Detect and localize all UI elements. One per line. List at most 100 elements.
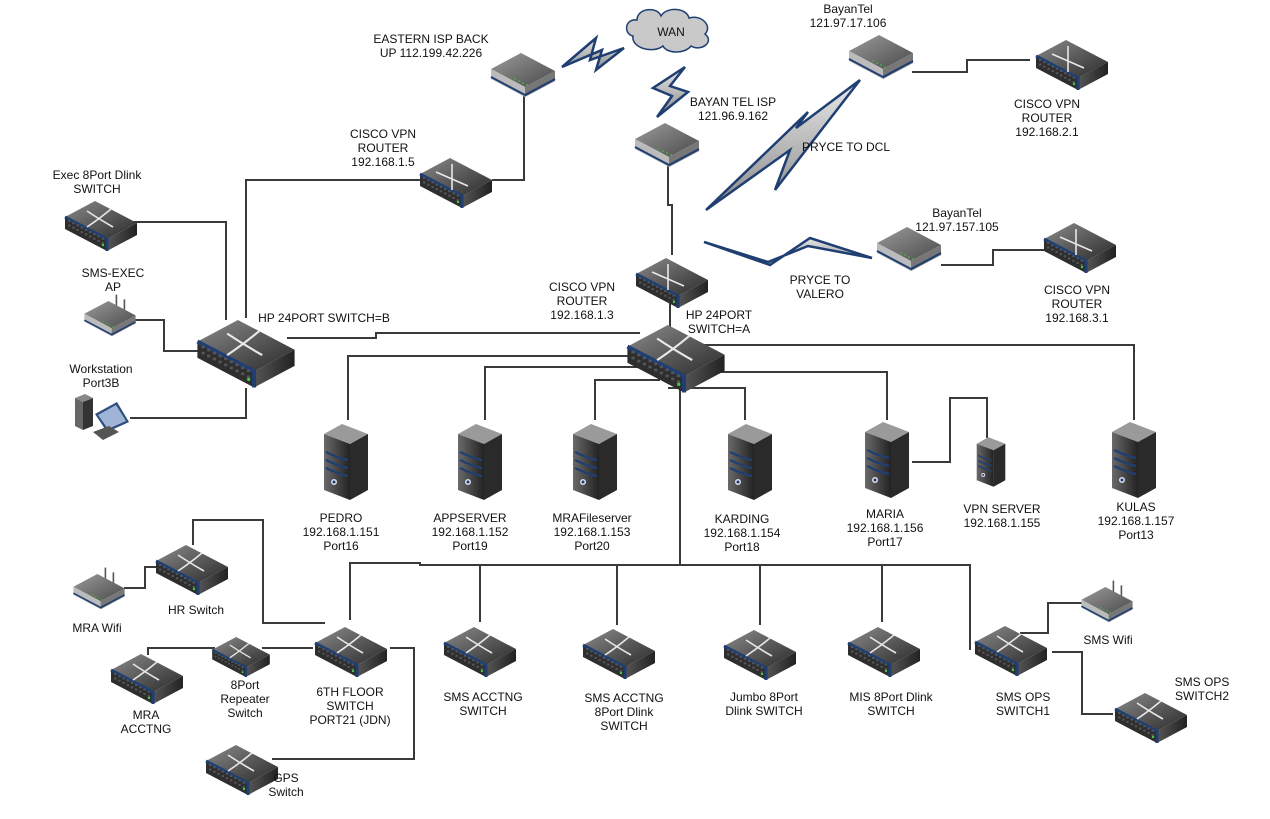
maria-label: MARIA 192.168.1.156 Port17	[846, 507, 924, 549]
sms-exec-ap-label: SMS-EXEC AP	[81, 266, 145, 294]
link-cisco-1-5-to-switch-b	[245, 179, 420, 318]
sms-ops2-label: SMS OPS SWITCH2	[1174, 675, 1230, 703]
appserver-label: APPSERVER 192.168.1.152 Port19	[431, 511, 509, 553]
gps-switch-switch-icon[interactable]	[205, 745, 278, 795]
distribution-bus	[349, 562, 971, 650]
sms-acctng-8-switch-icon[interactable]	[582, 629, 655, 679]
pedro-server-icon[interactable]	[324, 424, 368, 500]
link-sixth-floor-to-hr-switch	[192, 519, 325, 624]
link-workstation-to-switch-b	[130, 388, 247, 419]
sixth-floor-switch-icon[interactable]	[314, 627, 387, 677]
lightning-bolt-icon-pryce-to-valero	[703, 236, 873, 267]
link-switch-a-to-kulas	[700, 344, 1135, 420]
repeater-switch-label: 8Port Repeater Switch	[220, 678, 270, 720]
sms-ops2-switch-icon[interactable]	[1114, 693, 1187, 743]
sixth-floor-label: 6TH FLOOR SWITCH PORT21 (JDN)	[309, 685, 391, 727]
sms-ops1-switch-icon[interactable]	[974, 626, 1047, 676]
cisco-1-3-label: CISCO VPN ROUTER 192.168.1.3	[548, 280, 616, 322]
exec-switch-switch-icon[interactable]	[64, 201, 137, 251]
bayantel-106-modem-icon[interactable]	[848, 35, 914, 79]
appserver-server-icon[interactable]	[458, 424, 502, 500]
jumbo-label: Jumbo 8Port Dlink SWITCH	[725, 690, 803, 718]
bayantel-105-label: BayanTel 121.97.157.105	[915, 206, 999, 234]
repeater-switch-switch-small-icon[interactable]	[211, 637, 270, 677]
mrafileserver-label: MRAFileserver 192.168.1.153 Port20	[552, 511, 632, 553]
hr-switch-switch-icon[interactable]	[155, 545, 228, 595]
gps-switch-label: GPS Switch	[268, 771, 304, 799]
mrafileserver-server-icon[interactable]	[573, 424, 617, 500]
karding-label: KARDING 192.168.1.154 Port18	[703, 512, 781, 554]
cisco-3-1-router-icon[interactable]	[1043, 223, 1116, 273]
karding-server-icon[interactable]	[728, 424, 772, 500]
switch-a-label: HP 24PORT SWITCH=A	[685, 308, 753, 336]
jumbo-switch-icon[interactable]	[723, 630, 796, 680]
sms-acctng-label: SMS ACCTNG SWITCH	[443, 690, 523, 718]
bayantel-105-modem-icon[interactable]	[876, 227, 942, 271]
hp-switch-a-switch-icon[interactable]	[626, 325, 725, 393]
link-repeater-to-mra-acctng	[147, 647, 215, 655]
link-sms-ops1-to-sms-wifi	[1020, 602, 1082, 634]
kulas-server-icon[interactable]	[1112, 422, 1156, 498]
wireless-links	[561, 34, 873, 267]
bayantel-isp-label: BAYAN TEL ISP 121.96.9.162	[689, 95, 777, 123]
lightning-bolt-icon-eastern-to-wan	[561, 34, 625, 74]
cisco-2-1-label: CISCO VPN ROUTER 192.168.2.1	[1013, 97, 1081, 139]
lightning-bolt-icon-pryce-to-dcl	[705, 79, 861, 212]
mra-acctng-switch-icon[interactable]	[110, 654, 183, 704]
vpn-server-label: VPN SERVER 192.168.1.155	[963, 502, 1041, 530]
wired-links	[124, 59, 1135, 760]
cisco-1-5-router-icon[interactable]	[419, 158, 492, 208]
cisco-3-1-label: CISCO VPN ROUTER 192.168.3.1	[1043, 283, 1111, 325]
sms-wifi-label: SMS Wifi	[1083, 633, 1133, 647]
link-sixth-floor-to-gps	[272, 647, 415, 760]
maria-server-icon[interactable]	[865, 422, 909, 498]
mra-wifi-ap-icon[interactable]	[73, 567, 125, 610]
sms-acctng-8-label: SMS ACCTNG 8Port Dlink SWITCH	[584, 691, 664, 733]
link-maria-to-vpn-server	[912, 397, 988, 463]
link-switch-a-to-appserver	[484, 366, 648, 420]
eastern-isp-modem-icon[interactable]	[490, 53, 556, 97]
kulas-label: KULAS 192.168.1.157 Port13	[1097, 500, 1175, 542]
cisco-1-5-label: CISCO VPN ROUTER 192.168.1.5	[349, 127, 417, 169]
workstation-workstation-icon[interactable]	[75, 394, 129, 440]
sms-acctng-switch-icon[interactable]	[443, 627, 516, 677]
link-bayantel-105-to-cisco-3-1	[941, 249, 1048, 266]
link-bayantel-106-to-cisco-2-1	[912, 59, 1030, 73]
pryce-to-dcl-label: PRYCE TO DCL	[801, 140, 891, 154]
eastern-isp-label: EASTERN ISP BACK UP 112.199.42.226	[373, 32, 489, 60]
exec-switch-label: Exec 8Port Dlink SWITCH	[52, 168, 142, 196]
link-switch-a-to-maria	[700, 371, 888, 420]
hr-switch-label: HR Switch	[167, 603, 225, 617]
wan-cloud-icon[interactable]	[625, 8, 710, 53]
link-hr-switch-to-mra-wifi	[124, 566, 165, 589]
hp-switch-b-switch-icon[interactable]	[196, 320, 295, 388]
pryce-to-valero-label: PRYCE TO VALERO	[789, 273, 851, 301]
cisco-1-3-router-icon[interactable]	[635, 258, 708, 308]
mis-label: MIS 8Port Dlink SWITCH	[849, 690, 933, 718]
link-switch-b-to-switch-a	[287, 332, 640, 339]
link-eastern-to-cisco-1-5	[492, 93, 525, 181]
sms-exec-ap-ap-icon[interactable]	[84, 294, 136, 337]
bayantel-isp-modem-icon[interactable]	[634, 123, 700, 167]
vpn-server-server-small-icon[interactable]	[976, 437, 1006, 487]
link-switch-a-to-pedro	[347, 355, 640, 420]
sms-wifi-ap-icon[interactable]	[1081, 580, 1133, 623]
cisco-2-1-router-icon[interactable]	[1035, 40, 1108, 90]
link-sms-ops1-to-sms-ops2	[1052, 651, 1113, 715]
link-switch-a-to-mrafileserver	[594, 379, 660, 420]
mis-switch-icon[interactable]	[847, 627, 920, 677]
link-exec-switch-to-switch-b	[132, 221, 227, 320]
mra-wifi-label: MRA Wifi	[72, 621, 122, 635]
bayantel-106-label: BayanTel 121.97.17.106	[809, 2, 887, 30]
workstation-label: Workstation Port3B	[69, 362, 133, 390]
wan-label: WAN	[657, 25, 685, 39]
link-sms-exec-ap-to-switch-b	[132, 319, 198, 352]
mra-acctng-label: MRA ACCTNG	[120, 708, 172, 736]
switch-b-label: HP 24PORT SWITCH=B	[258, 311, 390, 325]
lightning-bolt-icon-wan-to-bayantel	[650, 65, 691, 118]
link-switch-a-to-karding	[668, 387, 746, 420]
link-bayantel-isp-to-cisco-1-3	[667, 160, 673, 255]
sms-ops1-label: SMS OPS SWITCH1	[995, 690, 1051, 718]
pedro-label: PEDRO 192.168.1.151 Port16	[302, 511, 380, 553]
